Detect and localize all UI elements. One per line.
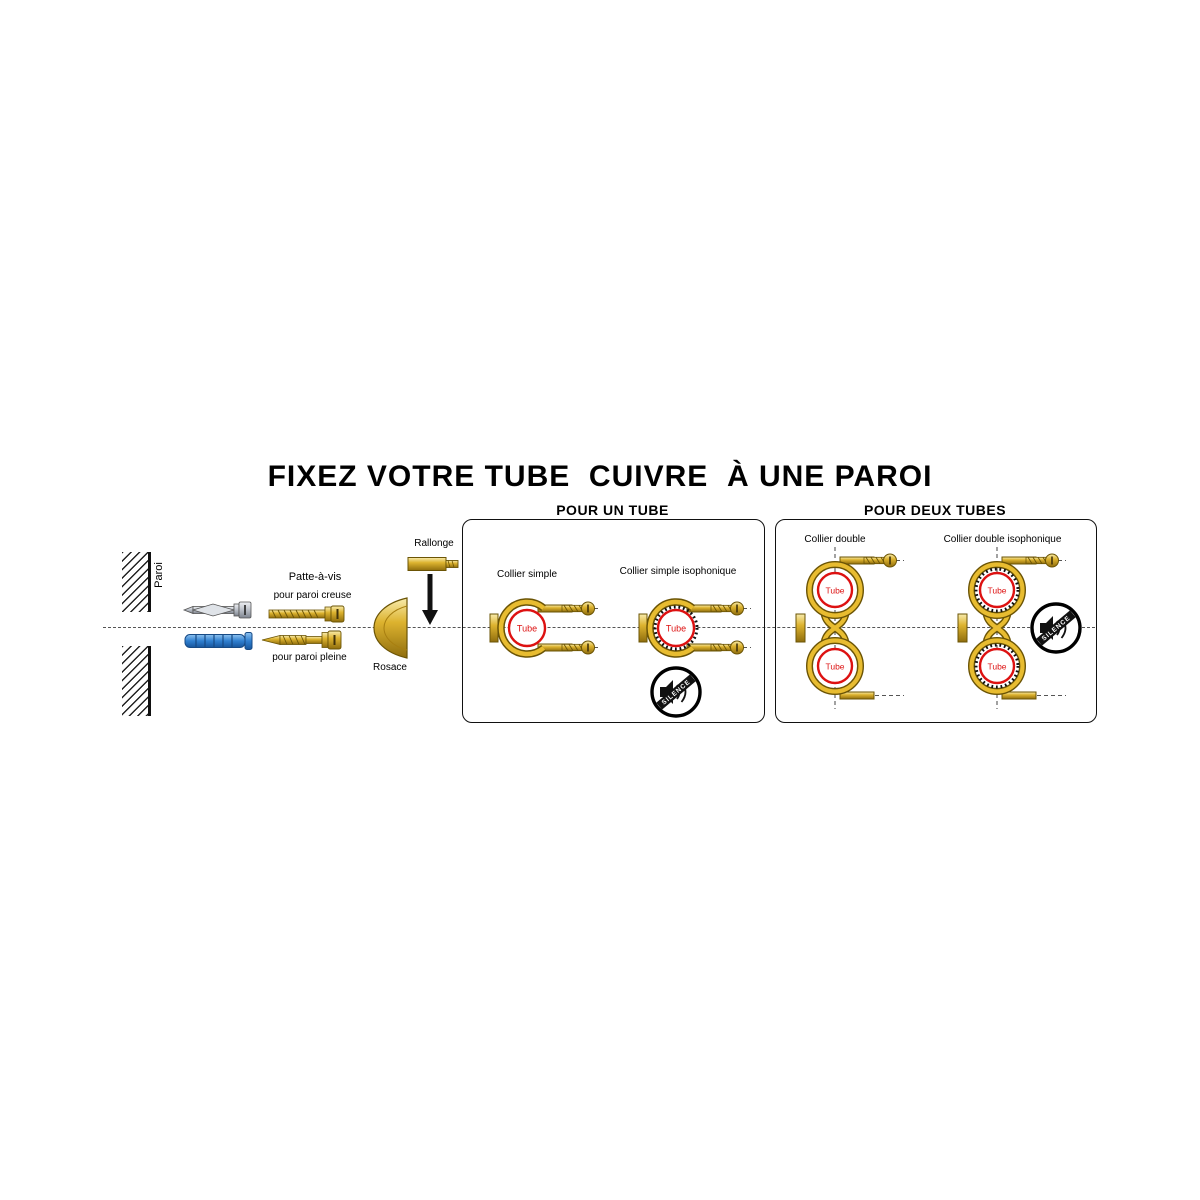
- collier-simple-iso-graphic: Tube: [638, 598, 751, 658]
- rosace-graphic: [373, 597, 408, 659]
- tube-label: Tube: [987, 661, 1006, 671]
- isophonic-lining: [974, 567, 1020, 613]
- collier-simple-graphic: Tube: [489, 598, 600, 658]
- page-title: FIXEZ VOTRE TUBE CUIVRE À UNE PAROI: [267, 460, 933, 493]
- rallonge-label: Rallonge: [414, 538, 454, 549]
- solid-wall-plug-graphic: [184, 632, 253, 650]
- rosace-label: Rosace: [373, 662, 407, 673]
- solid-wall-label: pour paroi pleine: [272, 652, 347, 663]
- screw-icon: [710, 601, 745, 616]
- panel-two-box: [775, 519, 1097, 723]
- machine-screw-graphic: [268, 605, 345, 623]
- collier-double-iso-label: Collier double isophonique: [943, 534, 1062, 545]
- screw-icon: [561, 640, 596, 655]
- screw-icon: [561, 601, 596, 616]
- collier-double-label: Collier double: [804, 534, 866, 545]
- wall-line-bottom: [148, 646, 151, 716]
- isophonic-lining: [974, 643, 1020, 689]
- screw-icon: [710, 640, 745, 655]
- screw-icon: [1025, 553, 1060, 568]
- tube-label: Tube: [517, 624, 537, 634]
- patte-a-vis-label: Patte-à-vis: [288, 571, 342, 583]
- isophonic-lining: [653, 605, 699, 651]
- center-axis-line: [103, 627, 1095, 628]
- silence-icon: SILENCE: [650, 666, 702, 718]
- silence-icon: SILENCE: [1030, 602, 1082, 654]
- wall-label: Paroi: [153, 562, 165, 588]
- wood-screw-graphic: [261, 630, 342, 650]
- tube-label: Tube: [666, 624, 686, 634]
- panel-two-heading: POUR DEUX TUBES: [863, 502, 1007, 518]
- wall-hatch-top: [122, 552, 149, 612]
- collier-simple-label: Collier simple: [496, 569, 557, 580]
- wall-hatch-bottom: [122, 646, 149, 716]
- hollow-wall-anchor-graphic: [182, 601, 252, 619]
- collier-double-iso-graphic: Tube Tube: [957, 547, 1066, 709]
- wall-line-top: [148, 552, 151, 612]
- down-arrow-icon: [422, 574, 438, 625]
- tube-label: Tube: [987, 585, 1006, 595]
- hollow-wall-label: pour paroi creuse: [273, 590, 352, 601]
- tube-label: Tube: [825, 661, 844, 671]
- screw-icon: [863, 553, 898, 568]
- panel-one-heading: POUR UN TUBE: [556, 502, 669, 518]
- collier-simple-iso-label: Collier simple isophonique: [619, 566, 737, 577]
- rallonge-graphic: [407, 557, 459, 571]
- panel-one-box: [462, 519, 765, 723]
- tube-label: Tube: [825, 585, 844, 595]
- collier-double-graphic: Tube Tube: [795, 547, 904, 709]
